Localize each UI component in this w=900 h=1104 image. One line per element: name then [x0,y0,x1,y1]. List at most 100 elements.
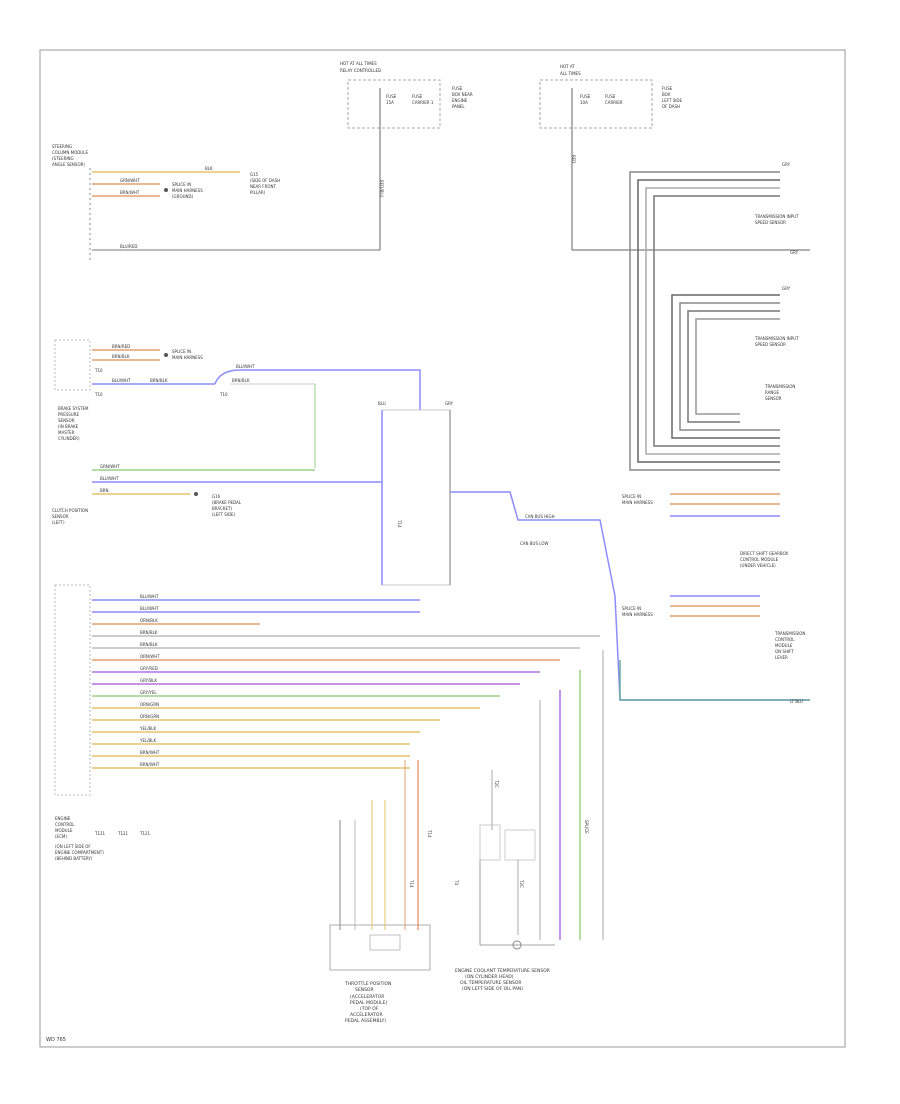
svg-text:ENGINE COMPARTMENT): ENGINE COMPARTMENT) [55,850,104,855]
svg-text:PANEL: PANEL [452,104,465,109]
svg-text:THROTTLE POSITION: THROTTLE POSITION [344,981,391,987]
svg-text:CARRIER 1: CARRIER 1 [412,100,434,105]
svg-text:BLU/WHT: BLU/WHT [236,364,255,369]
svg-text:FUSE: FUSE [580,94,591,99]
svg-text:SPLICE IN: SPLICE IN [172,182,191,187]
svg-text:FUSE: FUSE [386,94,397,99]
svg-text:RANGE: RANGE [765,390,779,395]
svg-text:(UNDER VEHICLE): (UNDER VEHICLE) [740,563,776,568]
svg-text:T121: T121 [94,831,106,836]
svg-text:GRY: GRY [782,162,791,167]
svg-text:G15: G15 [250,172,259,177]
svg-text:BRN: BRN [100,488,109,493]
svg-text:OF DASH: OF DASH [662,104,680,109]
svg-text:MAIN HARNESS: MAIN HARNESS [172,355,203,360]
svg-text:ALL TIMES: ALL TIMES [560,71,581,76]
svg-text:(BRAKE PEDAL: (BRAKE PEDAL [212,500,242,505]
svg-text:TRANSMISSION: TRANSMISSION [774,631,805,636]
svg-text:CLUTCH POSITION: CLUTCH POSITION [52,508,88,513]
ecm-wire-label: ORN/GRN [140,702,159,707]
svg-text:CYLINDER): CYLINDER) [58,436,80,441]
svg-text:CAN BUS HIGH: CAN BUS HIGH [525,514,555,519]
svg-text:ACCELERATOR: ACCELERATOR [350,1012,383,1018]
svg-text:BRACKET): BRACKET) [212,506,232,511]
tl-supply-title-1: HOT AT ALL TIMES [340,61,377,66]
svg-text:SPEED SENSOR: SPEED SENSOR [755,220,786,225]
svg-text:T10: T10 [219,392,228,397]
svg-text:COLUMN MODULE: COLUMN MODULE [52,150,88,155]
svg-text:RED: RED [571,155,576,163]
svg-text:CAN BUS LOW: CAN BUS LOW [520,541,549,546]
right-splice: SPLICE IN MAIN HARNESS DIRECT SHIFT GEAR… [622,493,805,660]
svg-text:ON SHIFT: ON SHIFT [775,649,794,654]
svg-text:GRY: GRY [445,401,454,406]
ecm-wire-label: ORN/BLK [140,618,158,623]
svg-text:T10: T10 [94,392,103,397]
svg-text:DIRECT SHIFT GEARBOX: DIRECT SHIFT GEARBOX [740,551,788,556]
svg-text:SENSOR: SENSOR [52,514,69,519]
svg-text:(LEFT): (LEFT) [52,520,65,525]
diagram-border [39,49,846,1048]
svg-text:SPLICE IN: SPLICE IN [622,494,641,499]
svg-text:GRN/WHT: GRN/WHT [120,178,140,183]
svg-text:PEDAL MODULE): PEDAL MODULE) [350,1000,387,1006]
ecm-module: BLU/WHTBLU/WHTORN/BLKBRN/BLKBRN/BLKORN/W… [54,584,600,861]
svg-text:(ON LEFT SIDE OF OIL PAN): (ON LEFT SIDE OF OIL PAN) [462,986,523,992]
svg-text:CONTROL: CONTROL [775,637,795,642]
svg-text:MAIN HARNESS: MAIN HARNESS [172,188,203,193]
ecm-wire-label: GRY/BLK [140,678,157,683]
svg-text:BLU/WHT: BLU/WHT [112,378,131,383]
svg-text:PEDAL ASSEMBLY): PEDAL ASSEMBLY) [345,1018,386,1024]
ecm-wire-label: BRN/BLK [140,630,158,635]
clutch-sensor: GRN/WHT BLU/WHT BRN CLUTCH POSITION SENS… [52,464,382,525]
svg-text:(GROUND): (GROUND) [172,194,194,199]
svg-text:SPLICE IN: SPLICE IN [172,349,191,354]
svg-text:(SIDE OF DASH: (SIDE OF DASH [250,178,280,183]
right-harness: GRY GRY TRANSMISSION INPUT SPEED SENSOR … [629,162,799,471]
svg-text:MASTER: MASTER [58,430,75,435]
svg-text:T121: T121 [117,831,129,836]
svg-text:BOX: BOX [662,92,671,97]
svg-text:10A: 10A [580,100,588,105]
svg-text:ENGINE: ENGINE [55,816,71,821]
svg-text:(ECM): (ECM) [55,834,67,839]
svg-text:SENSOR: SENSOR [355,987,374,993]
svg-text:STEERING: STEERING [52,144,72,149]
svg-text:TRANSMISSION INPUT: TRANSMISSION INPUT [754,336,799,341]
svg-text:PILLAR): PILLAR) [250,190,266,195]
svg-text:BLU/RED: BLU/RED [120,244,137,249]
svg-text:CONTROL: CONTROL [55,822,75,827]
ecm-wire-label: ORN/GRN [140,714,159,719]
svg-text:(ON CYLINDER HEAD): (ON CYLINDER HEAD) [465,974,514,980]
svg-text:RED/BLU: RED/BLU [379,180,384,198]
svg-text:(ACCELERATOR: (ACCELERATOR [350,994,384,1000]
svg-text:ENGINE: ENGINE [452,98,468,103]
ecm-wire-label: YEL/BLK [139,738,157,743]
svg-text:TRANSMISSION: TRANSMISSION [764,384,795,389]
svg-text:T14: T14 [427,829,432,838]
svg-text:G16: G16 [212,494,221,499]
ecm-wire-label: BLU/WHT [140,606,159,611]
svg-text:BRN/BLK: BRN/BLK [150,378,168,383]
central-connector: T14 BLU GRY [378,401,454,586]
svg-text:T2C: T2C [519,879,524,888]
svg-text:SPLICE IN: SPLICE IN [622,606,641,611]
svg-text:MODULE: MODULE [55,828,73,833]
svg-text:T14: T14 [409,879,414,888]
top-right-supply: HOT AT ALL TIMES FUSE 10A FUSE CARRIER F… [539,64,683,140]
svg-text:(LEFT SIDE): (LEFT SIDE) [212,512,236,517]
svg-text:T10: T10 [94,368,103,373]
mid-left-module: BRN/RED BRN/BLK BLU/WHT BRN/BLK T10 T10 … [54,339,421,468]
svg-text:(IN BRAKE: (IN BRAKE [58,424,79,429]
footer-code: WD 765 [46,1037,66,1043]
ecm-wire-label: BRN/BLK [140,642,158,647]
svg-text:BOX NEAR: BOX NEAR [452,92,473,97]
svg-text:LEVER: LEVER [775,655,788,660]
svg-text:LT BLU: LT BLU [790,699,803,704]
ecm-wire-label: GRY/YEL [140,690,157,695]
svg-text:CARRIER: CARRIER [605,100,623,105]
ecm-wire-label: BLU/WHT [140,594,159,599]
svg-text:BRN/BLK: BRN/BLK [232,378,250,383]
svg-text:(STEERING: (STEERING [52,156,74,161]
svg-text:SENSOR: SENSOR [765,396,782,401]
